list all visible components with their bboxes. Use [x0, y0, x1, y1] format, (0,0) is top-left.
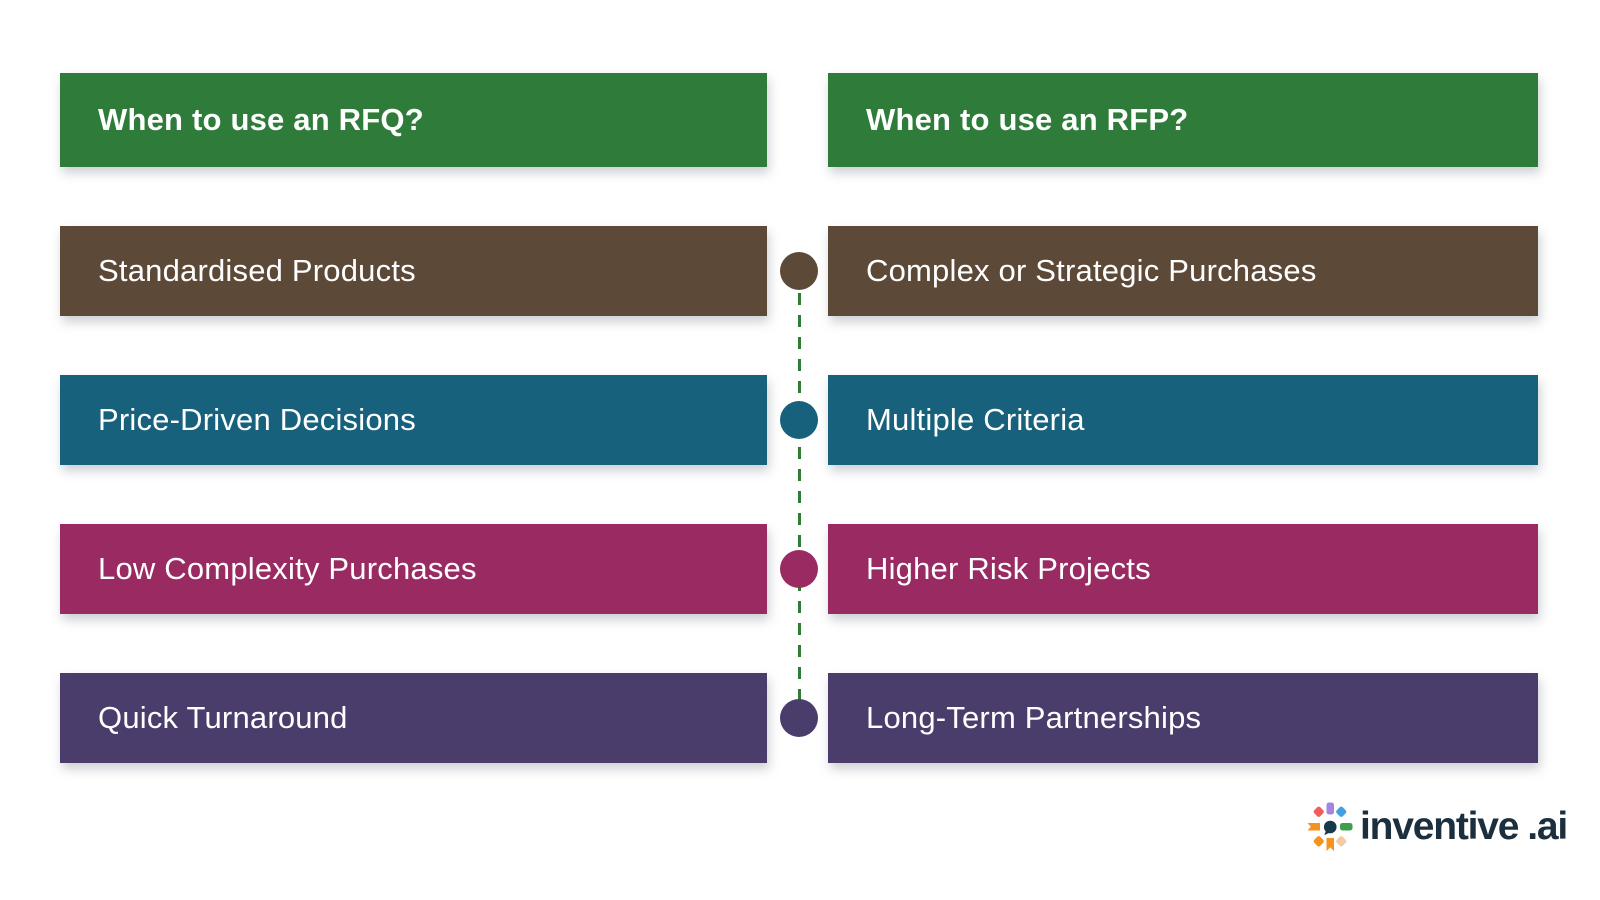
rfq-row-label: Quick Turnaround — [98, 700, 348, 735]
connector-dashed-line — [798, 271, 801, 718]
petal-bottom-right — [1336, 836, 1347, 847]
petal-top-left — [1313, 806, 1324, 817]
petal-left-bookmark — [1307, 823, 1320, 831]
rfp-row-label: Higher Risk Projects — [866, 551, 1151, 586]
rfp-row-label: Long-Term Partnerships — [866, 700, 1202, 735]
connector-dot-row4 — [780, 699, 818, 737]
rfq-header-bar: When to use an RFQ? — [60, 73, 767, 167]
rfp-row-multiple-criteria: Multiple Criteria — [828, 375, 1538, 465]
rfq-header-label: When to use an RFQ? — [98, 102, 424, 137]
rfp-row-label: Complex or Strategic Purchases — [866, 253, 1317, 288]
rfp-header-label: When to use an RFP? — [866, 102, 1189, 137]
rfq-row-label: Price-Driven Decisions — [98, 402, 416, 437]
rfp-header-bar: When to use an RFP? — [828, 73, 1538, 167]
rfq-row-low-complexity-purchases: Low Complexity Purchases — [60, 524, 767, 614]
connector-dot-row1 — [780, 252, 818, 290]
inventive-ai-logo: inventive .ai — [1306, 801, 1568, 851]
logo-suffix: .ai — [1527, 804, 1568, 848]
inventive-flower-icon — [1307, 802, 1353, 851]
petal-top-right — [1336, 806, 1347, 817]
rfq-row-quick-turnaround: Quick Turnaround — [60, 673, 767, 763]
rfp-row-complex-strategic-purchases: Complex or Strategic Purchases — [828, 226, 1538, 316]
connector-dot-row3 — [780, 550, 818, 588]
rfq-row-label: Standardised Products — [98, 253, 416, 288]
rfq-row-price-driven-decisions: Price-Driven Decisions — [60, 375, 767, 465]
center-bubble — [1323, 820, 1337, 834]
rfq-row-label: Low Complexity Purchases — [98, 551, 477, 586]
petal-bottom-bookmark — [1326, 838, 1334, 851]
center-bubble-tail — [1324, 830, 1330, 836]
logo-wordmark: inventive — [1359, 804, 1519, 848]
petal-bottom-left — [1313, 836, 1324, 847]
petal-top — [1326, 802, 1334, 815]
connector-dot-row2 — [780, 401, 818, 439]
rfp-row-long-term-partnerships: Long-Term Partnerships — [828, 673, 1538, 763]
petal-right — [1339, 823, 1353, 831]
rfp-row-higher-risk-projects: Higher Risk Projects — [828, 524, 1538, 614]
rfq-row-standardised-products: Standardised Products — [60, 226, 767, 316]
rfp-row-label: Multiple Criteria — [866, 402, 1085, 437]
